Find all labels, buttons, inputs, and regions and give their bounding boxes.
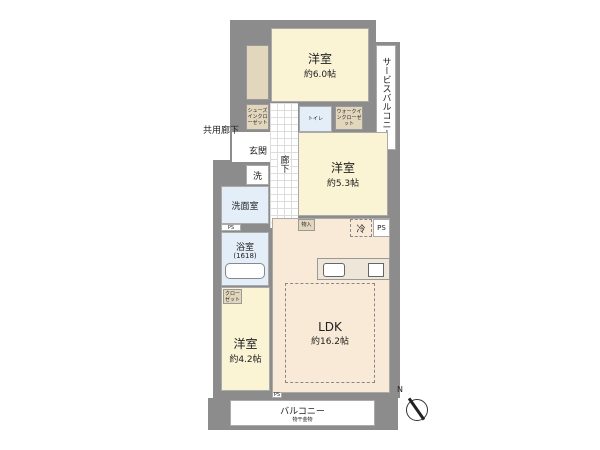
balcony: バルコニー 物干金物 <box>230 400 375 426</box>
right-cutout <box>376 20 416 42</box>
room-size: 約6.0帖 <box>303 70 337 80</box>
bathroom: 浴室 (1618) <box>221 232 269 286</box>
toilet: トイレ <box>299 106 332 132</box>
laundry-space: 洗 <box>246 165 269 185</box>
ps-balcony: PS <box>272 392 282 398</box>
stove-icon <box>368 263 384 277</box>
storage: 物入 <box>298 219 315 231</box>
entrance <box>232 132 270 162</box>
room-western-3-label: 洋室 約4.2帖 <box>229 337 262 365</box>
washroom: 洗面室 <box>221 186 269 224</box>
ps-ldk: PS <box>373 219 390 237</box>
sink-icon <box>323 263 345 277</box>
room-name: 洋室 <box>307 52 332 66</box>
closet-western-1 <box>246 45 269 100</box>
left-cutout <box>200 20 230 160</box>
compass-icon <box>406 399 428 421</box>
closet-western-3: クローゼット <box>223 289 242 304</box>
shoe-closet: シューズインクローゼット <box>246 104 269 130</box>
ps-washroom: PS <box>221 224 241 231</box>
room-western-2: 洋室 約5.3帖 <box>298 132 388 216</box>
entrance-label: 玄関 <box>249 147 268 157</box>
kitchen-counter <box>317 258 390 280</box>
walkin-closet: ウォークインクローゼット <box>335 106 363 130</box>
compass: N <box>397 386 432 425</box>
fridge-space: 冷 <box>350 219 372 237</box>
hallway-label: 廊下 <box>278 155 290 173</box>
ldk-area: LDK 約16.2帖 <box>285 283 375 383</box>
bathtub-icon <box>225 262 265 279</box>
room-ldk <box>272 218 390 393</box>
room-western-1: 洋室 約6.0帖 <box>271 28 369 102</box>
common-corridor-label: 共用廊下 <box>203 126 240 136</box>
room-western-3 <box>221 287 270 391</box>
